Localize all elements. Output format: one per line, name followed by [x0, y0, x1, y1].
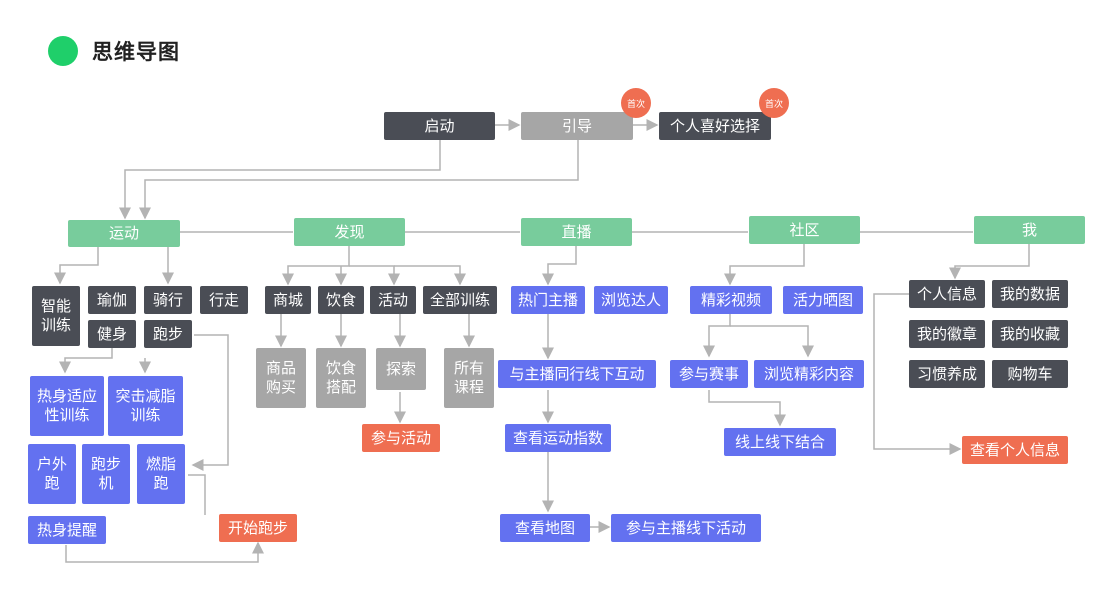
link-guide-sport: [139, 139, 579, 220]
node-mall[interactable]: 商城: [265, 286, 311, 314]
first-time-badge-preference: 首次: [759, 88, 789, 118]
link-live-hot: [542, 246, 577, 286]
node-all-courses[interactable]: 所有课程: [444, 348, 494, 408]
link-fatburn-start: [188, 474, 206, 515]
category-sport[interactable]: 运动: [68, 220, 180, 247]
link-warmup-start: [65, 541, 264, 563]
link-videos-browse: [730, 325, 814, 358]
link-discover-all: [394, 265, 466, 286]
node-diet-match[interactable]: 饮食搭配: [316, 348, 366, 408]
node-guide[interactable]: 引导: [521, 112, 633, 140]
node-join-contest[interactable]: 参与赛事: [670, 360, 748, 388]
node-view-map[interactable]: 查看地图: [500, 514, 590, 542]
link-contest-online: [708, 390, 786, 427]
link-sport-smart: [54, 246, 99, 285]
node-view-personal-info[interactable]: 查看个人信息: [962, 436, 1068, 464]
link-fitness-sub: [59, 346, 113, 374]
node-online-offline[interactable]: 线上线下结合: [724, 428, 836, 456]
node-fat-burn-run[interactable]: 燃脂跑: [137, 444, 185, 504]
link-videos-contest: [703, 314, 731, 358]
node-offline-interaction[interactable]: 与主播同行线下互动: [498, 360, 656, 388]
link-comm-videos: [724, 244, 805, 286]
node-my-favorites[interactable]: 我的收藏: [992, 320, 1068, 348]
node-my-badges[interactable]: 我的徽章: [909, 320, 985, 348]
node-browse-highlights[interactable]: 浏览精彩内容: [754, 360, 864, 388]
node-smart-training[interactable]: 智能训练: [32, 286, 80, 346]
link-info-view: [873, 293, 962, 455]
node-my-data[interactable]: 我的数据: [992, 280, 1068, 308]
category-live[interactable]: 直播: [521, 218, 632, 246]
node-start[interactable]: 启动: [384, 112, 495, 140]
node-browse-experts[interactable]: 浏览达人: [594, 286, 668, 314]
node-personal-info[interactable]: 个人信息: [909, 280, 985, 308]
first-time-badge-guide: 首次: [621, 88, 651, 118]
node-buy-goods[interactable]: 商品购买: [256, 348, 306, 408]
node-hot-hosts[interactable]: 热门主播: [511, 286, 585, 314]
link-start-sport: [119, 139, 441, 220]
node-treadmill[interactable]: 跑步机: [82, 444, 130, 504]
node-vitality-share[interactable]: 活力晒图: [783, 286, 863, 314]
category-discover[interactable]: 发现: [294, 218, 405, 246]
node-cycling[interactable]: 骑行: [144, 286, 192, 314]
node-warmup-reminder[interactable]: 热身提醒: [28, 516, 106, 544]
category-me[interactable]: 我: [974, 216, 1085, 244]
link-discover-branch: [282, 246, 350, 286]
green-circle-icon: [48, 36, 78, 66]
link-discover-activity: [349, 265, 400, 286]
node-yoga[interactable]: 瑜伽: [88, 286, 136, 314]
node-join-activity[interactable]: 参与活动: [362, 424, 440, 452]
link-running-fatburn: [191, 334, 229, 471]
node-activity[interactable]: 活动: [370, 286, 416, 314]
node-warmup-training[interactable]: 热身适应性训练: [30, 376, 104, 436]
node-preference[interactable]: 个人喜好选择: [659, 112, 771, 140]
node-highlight-videos[interactable]: 精彩视频: [690, 286, 772, 314]
node-running[interactable]: 跑步: [144, 320, 192, 348]
node-cart[interactable]: 购物车: [992, 360, 1068, 388]
category-community[interactable]: 社区: [749, 216, 860, 244]
link-me-info: [949, 244, 1030, 280]
node-fitness[interactable]: 健身: [88, 320, 136, 348]
node-sport-index[interactable]: 查看运动指数: [505, 424, 611, 452]
node-habit-building[interactable]: 习惯养成: [909, 360, 985, 388]
node-all-training[interactable]: 全部训练: [423, 286, 497, 314]
node-diet[interactable]: 饮食: [318, 286, 364, 314]
page-title: 思维导图: [92, 40, 180, 64]
node-burst-fat-training[interactable]: 突击减脂训练: [108, 376, 183, 436]
node-start-running[interactable]: 开始跑步: [219, 514, 297, 542]
page-header: 思维导图: [48, 36, 180, 66]
node-walking[interactable]: 行走: [200, 286, 248, 314]
node-explore[interactable]: 探索: [376, 348, 426, 390]
node-host-offline-activity[interactable]: 参与主播线下活动: [611, 514, 761, 542]
node-outdoor-run[interactable]: 户外跑: [28, 444, 76, 504]
